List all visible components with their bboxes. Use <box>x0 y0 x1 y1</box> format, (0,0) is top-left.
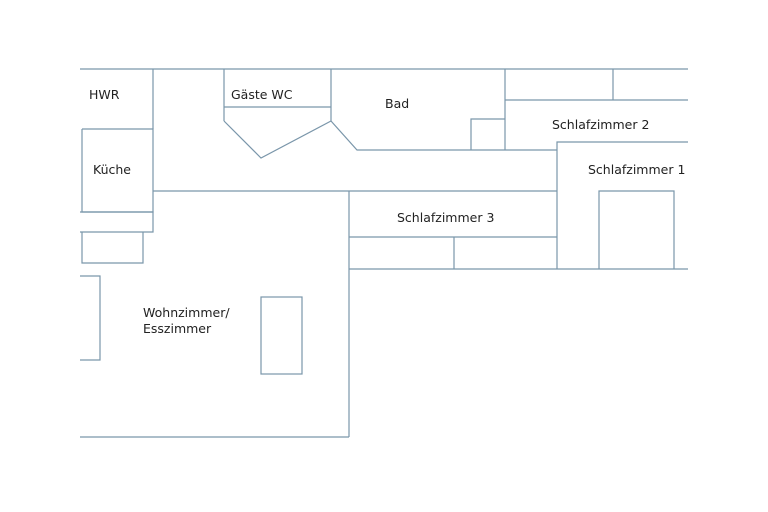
label-kueche: Küche <box>93 162 131 177</box>
wall-kueche-lower <box>80 211 154 233</box>
label-esszimmer: Esszimmer <box>143 321 212 336</box>
label-wohnzimmer: Wohnzimmer/ <box>143 305 230 320</box>
wall-sz1-top <box>556 141 688 269</box>
label-gaeste-wc: Gäste WC <box>231 87 293 102</box>
kitchen-counter-box <box>81 232 144 264</box>
label-schlafzimmer-3: Schlafzimmer 3 <box>397 210 494 225</box>
wall-wohnzimmer-left-alcove <box>80 275 101 361</box>
label-schlafzimmer-1: Schlafzimmer 1 <box>588 162 685 177</box>
label-bad: Bad <box>385 96 409 111</box>
label-schlafzimmer-2: Schlafzimmer 2 <box>552 117 649 132</box>
sz1-wardrobe <box>598 190 675 269</box>
bad-shower <box>470 118 505 150</box>
dining-table <box>260 296 303 375</box>
label-hwr: HWR <box>89 87 120 102</box>
wall-wc-angled <box>223 120 332 159</box>
wall-bad-angled <box>330 120 557 151</box>
